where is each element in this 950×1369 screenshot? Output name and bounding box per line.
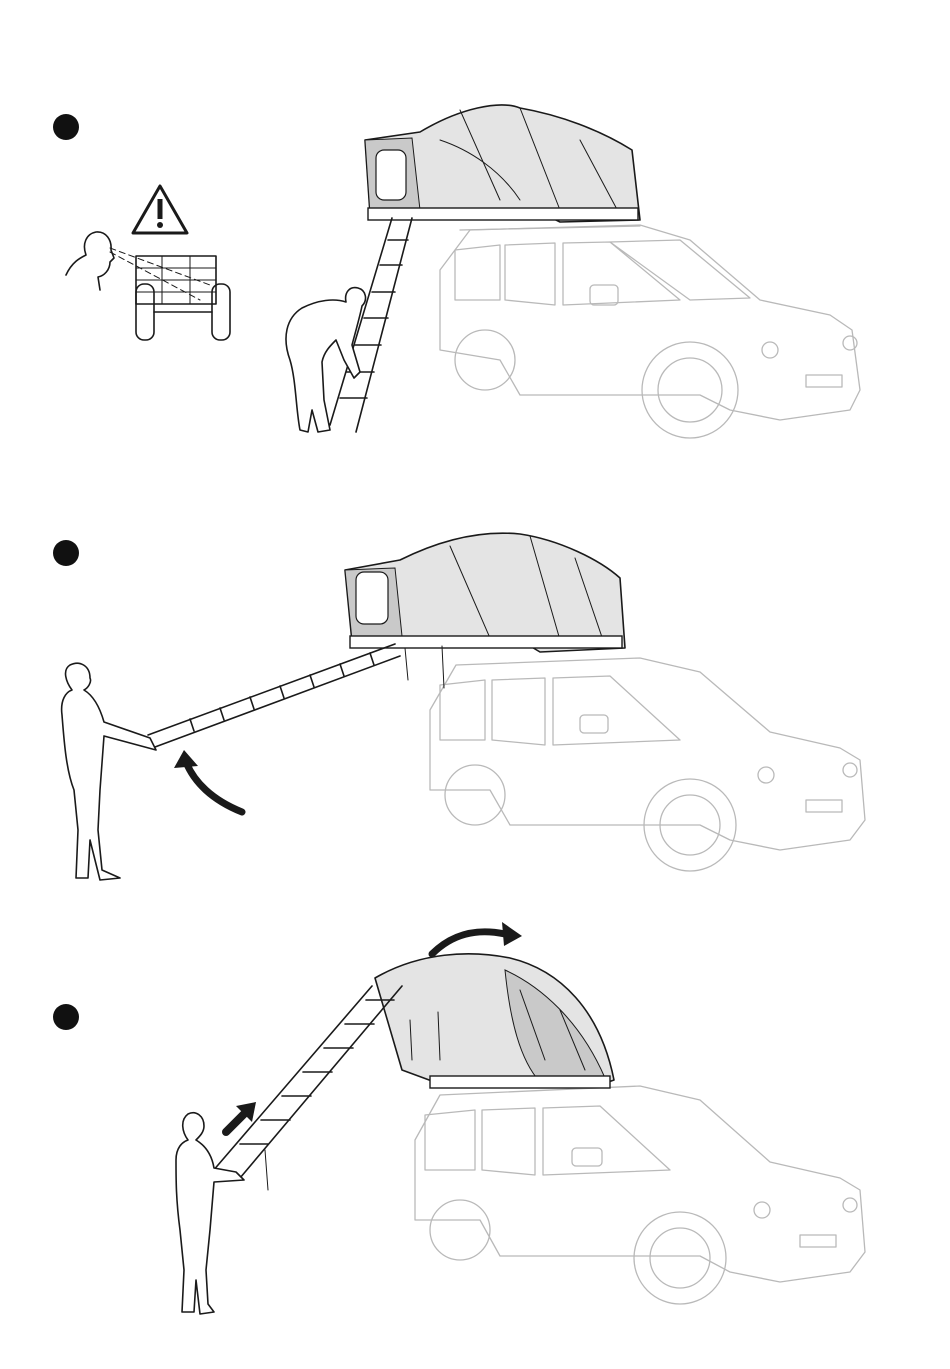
curved-arrow-up-icon <box>174 750 242 812</box>
step-2-illustration <box>0 460 950 900</box>
step-1-illustration <box>0 0 950 460</box>
ladder <box>148 644 444 747</box>
curved-arrow-right-icon <box>432 922 522 954</box>
warning-triangle-icon <box>133 186 187 233</box>
straight-arrow-up-icon <box>226 1102 256 1132</box>
person-standing <box>62 663 156 880</box>
step-3-illustration <box>0 900 950 1369</box>
folded-ladder <box>136 256 230 340</box>
step-2 <box>0 460 950 900</box>
step-3 <box>0 900 950 1369</box>
inspector-head <box>66 232 210 300</box>
roof-tent <box>365 105 640 222</box>
roof-tent <box>345 533 625 652</box>
car-outline <box>430 658 865 871</box>
person-bending <box>286 288 365 432</box>
car-outline <box>415 1086 865 1304</box>
car-outline <box>440 225 860 438</box>
person-standing <box>176 1113 244 1314</box>
ladder <box>212 986 402 1190</box>
roof-tent-opening <box>375 954 614 1088</box>
step-1 <box>0 0 950 460</box>
